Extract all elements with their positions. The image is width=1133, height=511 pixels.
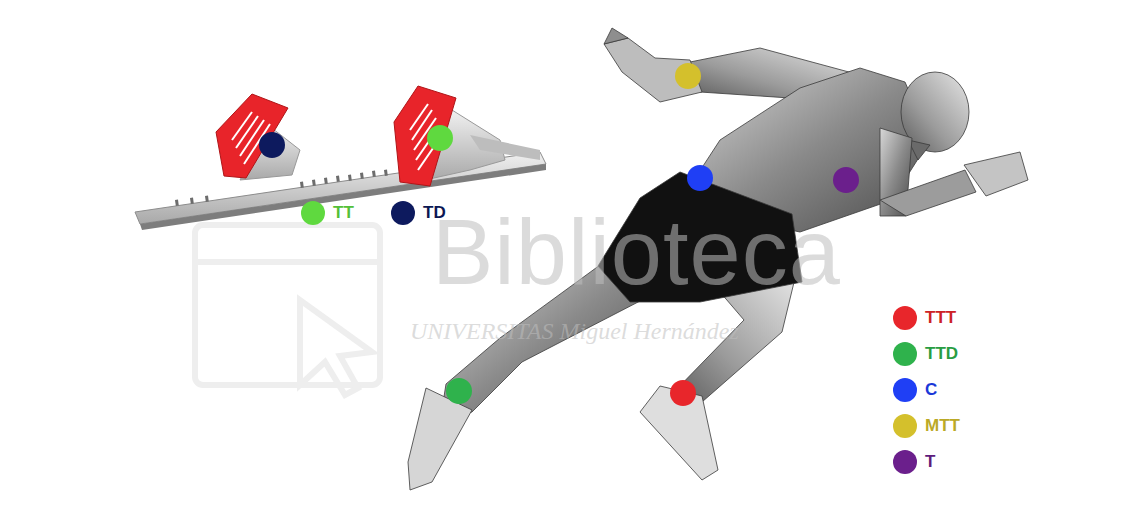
legend-item: MTT [893, 414, 960, 438]
watermark-icon [195, 225, 380, 395]
watermark-text: Biblioteca [432, 200, 841, 305]
legend-text: MTT [925, 416, 960, 436]
watermark-text: UNIVERSITAS Miguel Hernández [410, 318, 739, 345]
legend-swatch [391, 201, 415, 225]
legend-swatch [893, 414, 917, 438]
legend-swatch [301, 201, 325, 225]
marker-dot [675, 63, 701, 89]
marker-dot [687, 165, 713, 191]
marker-dot [670, 380, 696, 406]
legend-swatch [893, 342, 917, 366]
marker-dot [446, 378, 472, 404]
legend-swatch [893, 450, 917, 474]
marker-dot [833, 167, 859, 193]
legend-item: TD [391, 201, 446, 225]
legend-item: TTT [893, 306, 956, 330]
marker-dot [259, 132, 285, 158]
legend-item: T [893, 450, 935, 474]
sprinter-figure [408, 28, 1028, 490]
legend-text: TT [333, 203, 354, 223]
legend-item: C [893, 378, 937, 402]
legend-item: TTD [893, 342, 958, 366]
legend-swatch [893, 306, 917, 330]
legend-text: TTT [925, 308, 956, 328]
legend-text: T [925, 452, 935, 472]
marker-dot [427, 125, 453, 151]
legend-text: C [925, 380, 937, 400]
legend-text: TTD [925, 344, 958, 364]
legend-text: TD [423, 203, 446, 223]
legend-item: TT [301, 201, 354, 225]
legend-swatch [893, 378, 917, 402]
